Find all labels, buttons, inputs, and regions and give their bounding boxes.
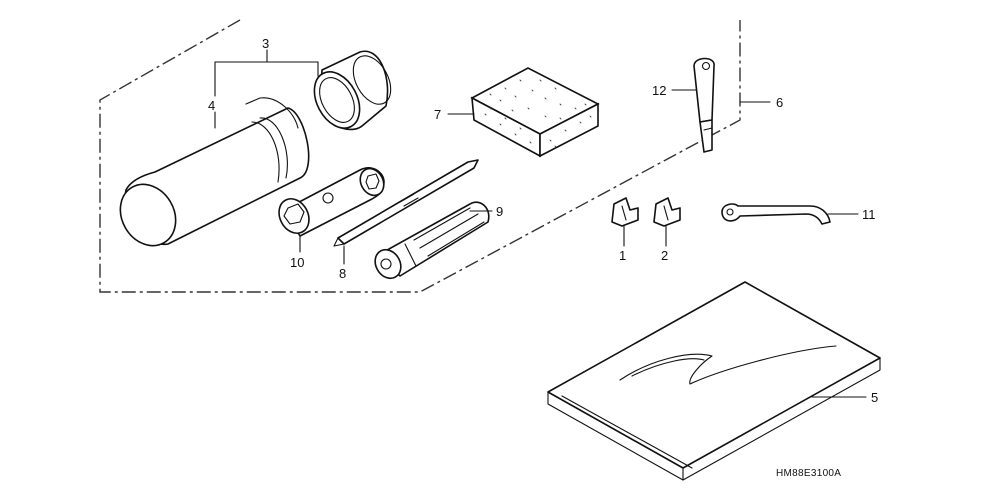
callout-9: 9 (496, 204, 503, 219)
callout-6: 6 (776, 95, 783, 110)
callout-1: 1 (619, 248, 626, 263)
foam-sponge (470, 67, 600, 158)
group-boundary (99, 19, 741, 293)
ignition-key (693, 57, 715, 153)
callout-4: 4 (208, 98, 215, 113)
callout-2: 2 (661, 248, 668, 263)
tool-case-tube (119, 97, 310, 247)
callout-3: 3 (262, 36, 269, 51)
callout-7: 7 (434, 107, 441, 122)
callout-10: 10 (290, 255, 304, 270)
owners-manual-bag (547, 281, 881, 481)
clip-1 (611, 197, 639, 227)
screwdriver-handle (374, 201, 490, 280)
plug-wrench (278, 167, 385, 237)
leader-lines (214, 49, 867, 398)
callout-11: 11 (862, 207, 876, 222)
clip-2 (653, 197, 681, 227)
tool-case-cap (313, 50, 392, 131)
screwdriver-blade (333, 159, 479, 247)
diagram-code: HM88E3100A (776, 468, 841, 479)
bent-stay (721, 203, 831, 225)
callout-8: 8 (339, 266, 346, 281)
callout-12: 12 (652, 83, 666, 98)
callout-5: 5 (871, 390, 878, 405)
